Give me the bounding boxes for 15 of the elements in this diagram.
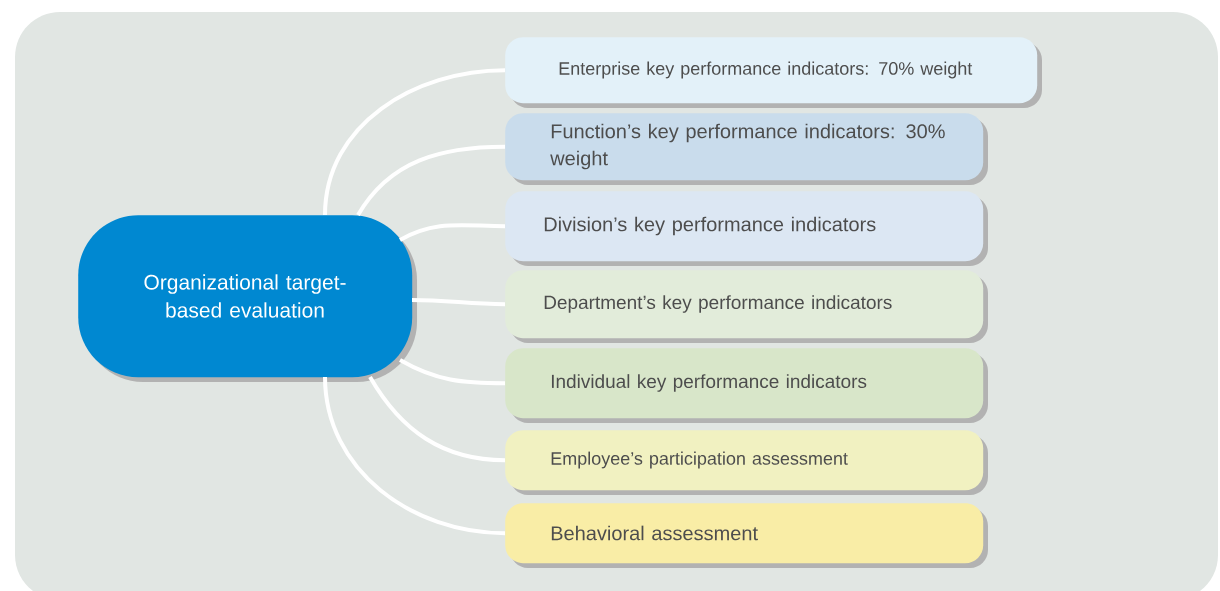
connector-line — [323, 68, 506, 216]
indicator-box: Department’s key performance indicators — [505, 270, 988, 343]
connector-line — [323, 376, 506, 536]
connector-line — [368, 375, 506, 463]
connector-line — [399, 358, 505, 386]
connector-line — [356, 144, 506, 217]
indicator-box: Behavioral assessment — [505, 503, 988, 568]
connector-line — [399, 223, 506, 242]
indicator-box: Employee’s participation assessment — [505, 430, 988, 495]
indicator-box: Division’s key performance indicators — [505, 191, 988, 266]
indicator-box: Individual key performance indicators — [505, 348, 988, 423]
topic-bubble: Organizational target-based evaluation — [78, 215, 417, 382]
connector-line — [412, 298, 506, 307]
indicator-box: Function’s key performance indicators: 30% weight — [505, 113, 988, 185]
indicator-box: Enterprise key performance indicators: 70% weight — [505, 37, 1042, 108]
